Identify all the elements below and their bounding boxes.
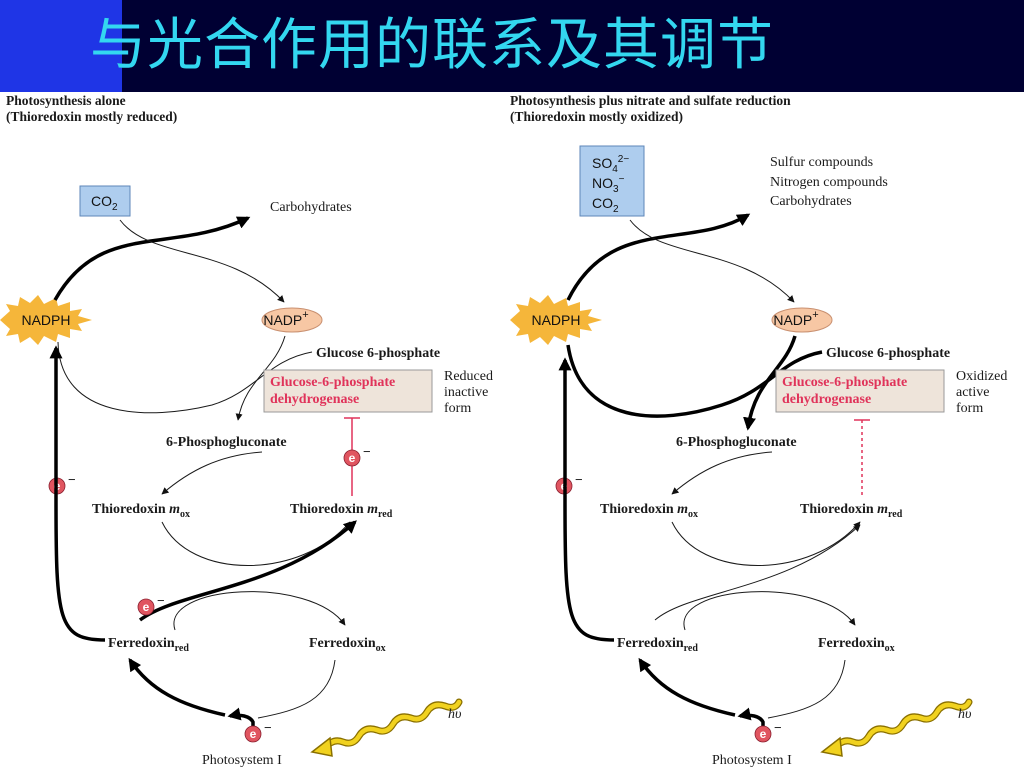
- left-electron-thioredoxin-label: e: [349, 451, 356, 465]
- left-co2-label: CO2: [91, 193, 118, 213]
- right-enzyme-line1: Glucose-6-phosphate: [782, 375, 907, 390]
- right-product-sulfur: Sulfur compounds: [770, 155, 873, 170]
- left-enzyme-line1: Glucose-6-phosphate: [270, 375, 395, 390]
- left-nadph-burst: [0, 295, 92, 345]
- right-light-label: hυ: [958, 707, 971, 722]
- left-arrow-ferredoxin-to-thioredoxin: [138, 520, 357, 622]
- left-arrow-ps-to-ferredoxin: [128, 657, 226, 717]
- left-state-line1: Reduced: [444, 369, 493, 384]
- right-arrow-to-thioredoxin-ox: [671, 451, 773, 495]
- right-phosphogluconate-label: 6-Phosphogluconate: [676, 435, 797, 450]
- right-enzyme-box: [775, 369, 945, 413]
- left-arrow-co2-to-nadp: [119, 219, 285, 303]
- right-electron-ps-charge: −: [774, 720, 782, 735]
- left-state-line3: form: [444, 401, 471, 416]
- right-state-line3: form: [956, 401, 983, 416]
- left-electron-ferredoxin-label: e: [143, 600, 150, 614]
- left-photosystem-label: Photosystem I: [202, 753, 282, 768]
- right-state-line1: Oxidized: [956, 369, 1007, 384]
- left-nadph-label: NADPH: [21, 312, 70, 328]
- right-arrow-ferredoxin-to-nadph: [558, 357, 615, 642]
- slide-header: 与光合作用的联系及其调节: [0, 0, 1024, 92]
- right-substrate-no3: NO3−: [592, 174, 625, 195]
- right-nadp-label: NADP+: [773, 309, 818, 328]
- right-electron-ps: [754, 725, 772, 743]
- right-product-nitrogen: Nitrogen compounds: [770, 175, 888, 190]
- right-state-line2: active: [956, 385, 989, 400]
- right-electron-ps-label: e: [760, 727, 767, 741]
- right-arrow-ps-up: [737, 707, 765, 740]
- header-accent-block: [0, 0, 122, 92]
- left-arrow-to-ferredoxin-ox: [173, 591, 346, 631]
- left-nadp-oval: [261, 307, 323, 333]
- right-product-carbohydrates: Carbohydrates: [770, 194, 852, 209]
- right-light-arrowhead: [820, 736, 843, 757]
- left-panel: Photosynthesis alone (Thioredoxin mostly…: [0, 93, 493, 768]
- right-caption-line1: Photosynthesis plus nitrate and sulfate …: [510, 93, 791, 108]
- right-arrow-ps-to-ferredoxin: [638, 657, 736, 717]
- left-curve-ferredoxin-ox-to-ps: [257, 659, 336, 719]
- right-loop-nadph-glucose: [566, 344, 823, 418]
- right-substrate-co2: CO2: [592, 195, 619, 215]
- left-ferredoxin-ox: Ferredoxinox: [309, 636, 386, 654]
- right-ferredoxin-red: Ferredoxinred: [617, 636, 698, 654]
- right-photosystem-label: Photosystem I: [712, 753, 792, 768]
- right-arrow-nadph-to-products: [566, 213, 751, 301]
- left-arrow-to-thioredoxin-ox: [161, 451, 263, 495]
- left-arrow-to-phosphogluconate: [235, 335, 286, 421]
- right-arrow-thioredoxin-cycle: [671, 521, 861, 566]
- left-light-arrowhead: [310, 736, 333, 757]
- left-thioredoxin-red: Thioredoxin mred: [290, 502, 393, 520]
- right-glucose6p-label: Glucose 6-phosphate: [826, 346, 950, 361]
- left-co2-box: [79, 185, 131, 217]
- left-electron-ps-label: e: [250, 727, 257, 741]
- left-arrow-ps-up: [227, 707, 255, 740]
- left-thioredoxin-ox: Thioredoxin mox: [92, 502, 190, 520]
- left-light-wave-fill: [322, 699, 462, 751]
- right-nadph-burst: [510, 295, 602, 345]
- right-thioredoxin-red: Thioredoxin mred: [800, 502, 903, 520]
- right-electron-chain-charge: −: [575, 472, 583, 487]
- left-electron-thioredoxin-charge: −: [363, 444, 371, 459]
- right-nadph-label: NADPH: [531, 312, 580, 328]
- right-substrate-box: [579, 145, 645, 217]
- right-light-wave-fill: [832, 699, 972, 751]
- left-product-carbohydrates: Carbohydrates: [270, 200, 352, 215]
- left-enzyme-line2: dehydrogenase: [270, 392, 359, 407]
- left-caption-line1: Photosynthesis alone: [6, 93, 126, 108]
- right-panel: Photosynthesis plus nitrate and sulfate …: [510, 93, 1007, 768]
- left-electron-ps-charge: −: [264, 720, 272, 735]
- left-arrow-ferredoxin-to-nadph: [49, 345, 106, 642]
- right-arrow-to-ferredoxin-ox: [683, 591, 856, 631]
- left-glucose6p-label: Glucose 6-phosphate: [316, 346, 440, 361]
- right-ferredoxin-ox: Ferredoxinox: [818, 636, 895, 654]
- left-light-label: hυ: [448, 707, 461, 722]
- left-electron-thioredoxin: [343, 449, 361, 467]
- right-curve-ferredoxin-ox-to-ps: [767, 659, 846, 719]
- left-caption-line2: (Thioredoxin mostly reduced): [6, 109, 177, 124]
- left-nadp-label: NADP+: [263, 309, 308, 328]
- right-substrate-so4: SO42−: [592, 154, 629, 175]
- right-caption-line2: (Thioredoxin mostly oxidized): [510, 109, 683, 124]
- left-phosphogluconate-label: 6-Phosphogluconate: [166, 435, 287, 450]
- left-electron-chain-charge: −: [68, 472, 76, 487]
- left-electron-ferredoxin-charge: −: [157, 593, 165, 608]
- left-electron-ferredoxin: [137, 598, 155, 616]
- left-arrow-thioredoxin-cycle: [161, 521, 351, 566]
- right-thioredoxin-ox: Thioredoxin mox: [600, 502, 698, 520]
- left-ferredoxin-red: Ferredoxinred: [108, 636, 189, 654]
- left-state-line2: inactive: [444, 385, 488, 400]
- right-enzyme-line2: dehydrogenase: [782, 392, 871, 407]
- left-arrow-nadph-to-carbohydrates: [53, 216, 251, 301]
- right-arrow-to-phosphogluconate: [743, 335, 797, 431]
- right-nadp-oval: [771, 307, 833, 333]
- left-electron-ps: [244, 725, 262, 743]
- left-enzyme-box: [263, 369, 433, 413]
- left-loop-nadph-glucose: [57, 341, 313, 414]
- right-arrow-substrates-to-nadp: [629, 219, 795, 303]
- right-arrow-ferredoxin-to-thioredoxin: [654, 524, 861, 621]
- slide-title: 与光合作用的联系及其调节: [90, 13, 774, 78]
